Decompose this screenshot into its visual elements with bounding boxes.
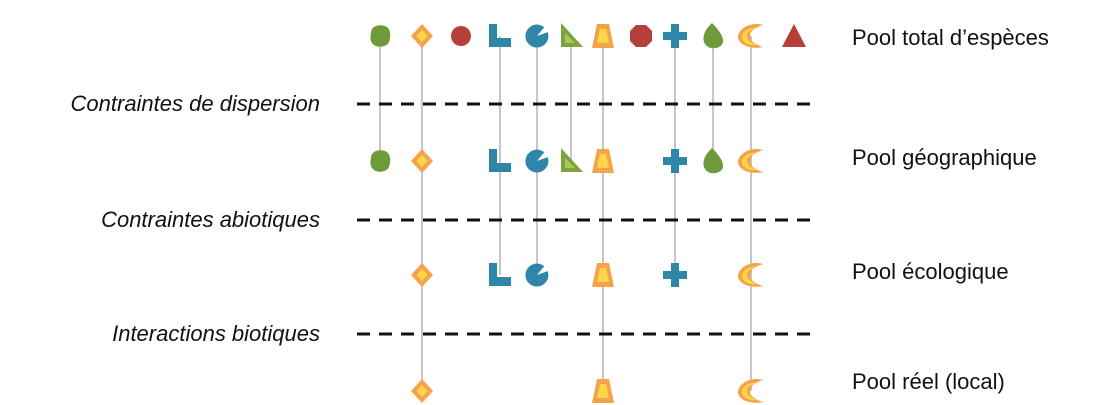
pacman-icon: [525, 149, 549, 173]
l-block-icon: [489, 24, 511, 47]
octagon-icon: [630, 25, 652, 47]
blob-icon: [370, 25, 391, 47]
crescent-icon: [738, 24, 763, 48]
crescent-icon: [738, 379, 763, 403]
pool-label-total: Pool total d’espèces: [852, 25, 1049, 50]
species-connectors: [379, 36, 752, 391]
trapezoid-icon: [592, 263, 614, 287]
diamond-icon: [411, 24, 433, 48]
crescent-icon: [738, 149, 763, 173]
cross-icon: [663, 263, 687, 287]
blob-icon: [370, 150, 391, 172]
l-block-icon: [489, 263, 511, 286]
right-triangle-icon: [561, 23, 583, 47]
trapezoid-icon: [592, 149, 614, 173]
filter-dividers: [357, 102, 815, 336]
pool-label-geographic: Pool géographique: [852, 145, 1037, 170]
drop-icon: [703, 23, 724, 49]
triangle-icon: [782, 24, 806, 47]
filter-label-dispersion: Contraintes de dispersion: [70, 91, 320, 116]
pool-label-ecological: Pool écologique: [852, 259, 1009, 284]
filter-label-abiotic: Contraintes abiotiques: [101, 207, 320, 232]
trapezoid-icon: [592, 379, 614, 403]
diamond-icon: [411, 379, 433, 403]
drop-icon: [703, 148, 724, 174]
l-block-icon: [489, 149, 511, 172]
filter-label-biotic: Interactions biotiques: [112, 321, 320, 346]
circle-icon: [451, 26, 471, 46]
diamond-icon: [411, 149, 433, 173]
right-triangle-icon: [561, 148, 583, 172]
diamond-icon: [411, 263, 433, 287]
pacman-icon: [525, 24, 549, 48]
pacman-icon: [525, 263, 549, 287]
crescent-icon: [738, 263, 763, 287]
species-symbols: [370, 23, 806, 403]
cross-icon: [663, 24, 687, 48]
trapezoid-icon: [592, 24, 614, 48]
cross-icon: [663, 149, 687, 173]
pool-label-local: Pool réel (local): [852, 369, 1005, 394]
